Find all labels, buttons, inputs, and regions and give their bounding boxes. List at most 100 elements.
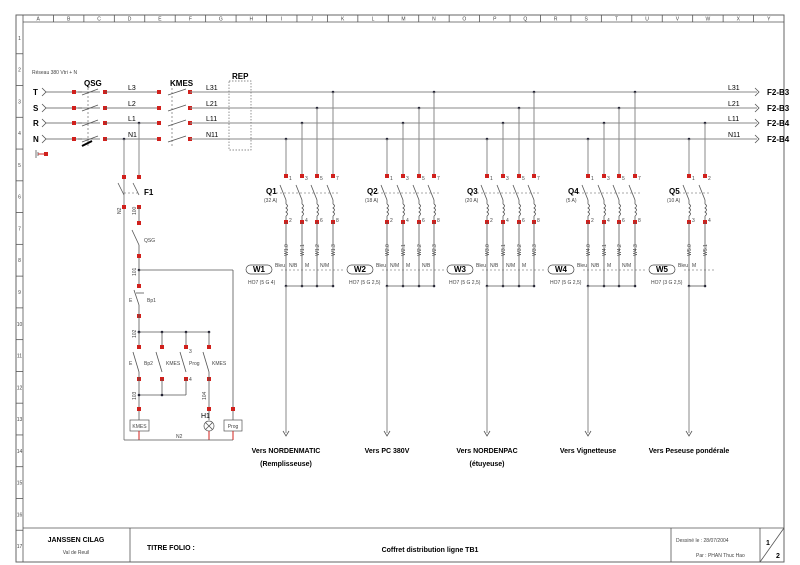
f1-pole bbox=[117, 182, 125, 196]
grid-column-label: G bbox=[219, 17, 223, 23]
grid-column-label: N bbox=[432, 17, 436, 23]
grid-column-label: K bbox=[341, 17, 345, 23]
conductor-color-label: M bbox=[305, 263, 309, 269]
conductor-color-label: N/M bbox=[320, 263, 329, 269]
f1-label: F1 bbox=[144, 188, 154, 197]
company-name: JANSSEN CILAG bbox=[48, 537, 105, 544]
wire-number: W2.2 bbox=[417, 244, 423, 256]
terminal-number: 2 bbox=[708, 176, 711, 182]
bus-label-left: L31 bbox=[206, 85, 218, 92]
terminal-number: 4 bbox=[189, 377, 192, 383]
wire-number: W4.1 bbox=[602, 244, 608, 256]
grid-row-label: 6 bbox=[18, 195, 21, 201]
terminal-marker bbox=[157, 121, 161, 125]
cable-type: HO7 (5 G 4) bbox=[248, 280, 276, 286]
grid-column-label: D bbox=[128, 17, 132, 23]
grid-column-label: Y bbox=[767, 17, 771, 23]
breaker-pole-blade bbox=[527, 184, 535, 201]
feeder-destination: Vers PC 380V bbox=[365, 448, 410, 455]
arrow-down-icon bbox=[584, 430, 592, 437]
arrow-in-icon bbox=[41, 103, 47, 113]
terminal-number: 3 bbox=[607, 176, 610, 182]
terminal-marker bbox=[137, 407, 141, 411]
breaker-pole-blade bbox=[326, 184, 334, 201]
arrow-out-icon bbox=[754, 118, 760, 128]
grid-row-label: 9 bbox=[18, 290, 21, 296]
breaker-pole-blade bbox=[310, 184, 318, 201]
breaker-rating: (20 A) bbox=[465, 198, 479, 204]
terminal-marker bbox=[72, 106, 76, 110]
kmes-label: KMES bbox=[170, 79, 194, 88]
qsg-switch-blade bbox=[81, 88, 99, 96]
grid-column-label: C bbox=[97, 17, 101, 23]
terminal-marker bbox=[137, 175, 141, 179]
cable-name: W5 bbox=[656, 265, 669, 274]
feeder-top-terminal bbox=[633, 174, 637, 178]
feeder-top-terminal bbox=[284, 174, 288, 178]
bp1-contact bbox=[133, 289, 140, 306]
terminal-marker bbox=[157, 137, 161, 141]
prog-coil-label: Prog bbox=[228, 424, 239, 430]
terminal-marker bbox=[157, 90, 161, 94]
terminal-number: 1 bbox=[390, 176, 393, 182]
feeder-top-terminal bbox=[602, 174, 606, 178]
qsg-switch-blade bbox=[81, 135, 99, 143]
qsg-aux-contact bbox=[131, 229, 140, 246]
cable-name: W3 bbox=[454, 265, 467, 274]
feeder-top-terminal bbox=[485, 174, 489, 178]
grid-row-label: 4 bbox=[18, 131, 21, 137]
kmes-contact-blade bbox=[167, 135, 187, 143]
terminal-number: 4 bbox=[305, 218, 308, 224]
feeder-top-terminal bbox=[331, 174, 335, 178]
qsg-handle-icon bbox=[81, 140, 93, 147]
conductor-color-label: Bleu bbox=[376, 263, 386, 269]
feeder-top-terminal bbox=[703, 174, 707, 178]
wire-label: L2 bbox=[128, 101, 136, 108]
grid-column-label: J bbox=[311, 17, 314, 23]
arrow-out-icon bbox=[754, 103, 760, 113]
feeder-top-terminal bbox=[417, 174, 421, 178]
network-label: Réseau 380 Vtri + N bbox=[32, 70, 78, 76]
feeder-top-terminal bbox=[501, 174, 505, 178]
total-pages: 2 bbox=[776, 553, 780, 560]
terminal-number: 2 bbox=[289, 218, 292, 224]
terminal-marker bbox=[72, 121, 76, 125]
terminal-number: 4 bbox=[406, 218, 409, 224]
thermal-trip-icon bbox=[603, 203, 606, 217]
grid-row-label: 5 bbox=[18, 163, 21, 169]
feeder-destination: Vers Peseuse pondérale bbox=[649, 448, 730, 455]
breaker-pole-blade bbox=[480, 184, 488, 201]
grid-row-label: 7 bbox=[18, 226, 21, 232]
drawing-title: Coffret distribution ligne TB1 bbox=[382, 547, 479, 554]
terminal-number: 6 bbox=[320, 218, 323, 224]
thermal-trip-icon bbox=[518, 203, 521, 217]
breaker-pole-blade bbox=[597, 184, 605, 201]
terminal-number: 3 bbox=[406, 176, 409, 182]
feeder-top-terminal bbox=[432, 174, 436, 178]
breaker-rating: (32 A) bbox=[264, 198, 278, 204]
conductor-color-label: N/B bbox=[289, 263, 298, 269]
grid-row-label: 10 bbox=[17, 322, 23, 328]
feeder-destination: Vers NORDENMATIC bbox=[252, 448, 321, 455]
destination-label: F2-B3 bbox=[767, 88, 790, 97]
kmes-coil-label: KMES bbox=[132, 424, 147, 430]
wire-number: W1.2 bbox=[315, 244, 321, 256]
grid-column-label: A bbox=[37, 17, 41, 23]
cable-type: HO7 (5 G 2,5) bbox=[449, 280, 481, 286]
terminal-marker bbox=[137, 284, 141, 288]
cable-tag bbox=[346, 264, 374, 275]
breaker-pole-blade bbox=[496, 184, 504, 201]
breaker-pole-blade bbox=[581, 184, 589, 201]
thermal-trip-icon bbox=[418, 203, 421, 217]
destination-label: F2-B4 bbox=[767, 119, 790, 128]
terminal-marker bbox=[72, 90, 76, 94]
grid-column-label: X bbox=[737, 17, 741, 23]
grid-column-label: L bbox=[372, 17, 375, 23]
wire-number: W2.1 bbox=[401, 244, 407, 256]
terminal-number: 5 bbox=[422, 176, 425, 182]
breaker-name: Q3 bbox=[467, 187, 478, 196]
terminal-marker bbox=[122, 205, 126, 209]
wire-label: 102 bbox=[132, 329, 138, 338]
grid-row-label: 12 bbox=[17, 385, 23, 391]
